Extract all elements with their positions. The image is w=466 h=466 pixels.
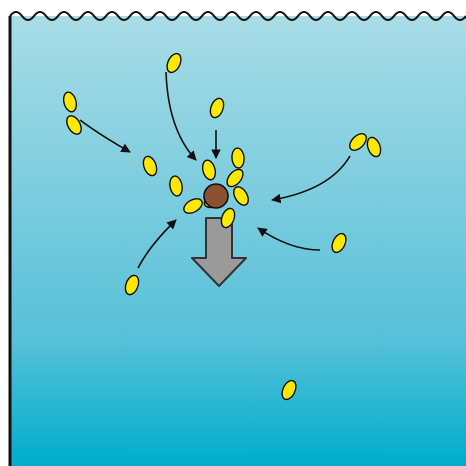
aggregate-nucleus (204, 184, 228, 208)
water-column (10, 16, 466, 466)
